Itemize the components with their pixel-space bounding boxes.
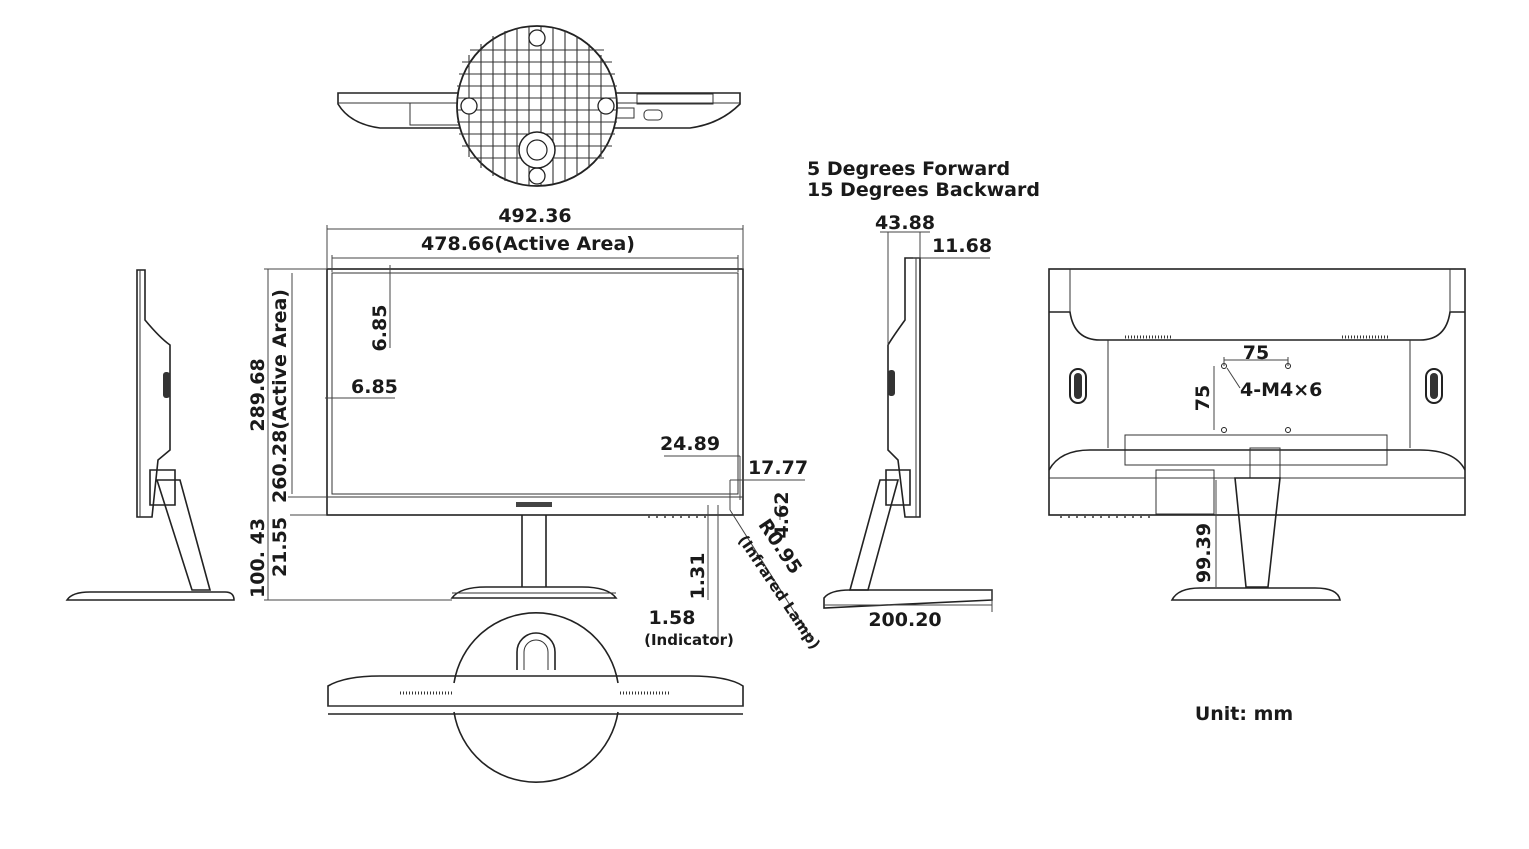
left-side-view — [65, 269, 235, 601]
dim-stand-height: 100. 43 — [247, 518, 269, 598]
dim-indicator-offset: 17.77 — [748, 457, 808, 479]
unit-label: Unit: mm — [1195, 703, 1293, 725]
top-view — [337, 25, 741, 187]
screw-spec: 4-M4×6 — [1240, 379, 1322, 401]
tilt-backward: 15 Degrees Backward — [807, 179, 1040, 201]
indicator-label: (Indicator) — [644, 631, 734, 649]
right-side-view — [823, 231, 993, 612]
dim-vesa-h: 75 — [1243, 342, 1269, 364]
dim-active-width: 478.66(Active Area) — [421, 233, 635, 255]
dim-bottom-bezel: 21.55 — [269, 517, 291, 577]
dim-stand: 99.39 — [1193, 523, 1215, 583]
front-view — [326, 268, 744, 599]
dim-active-height: 260.28(Active Area) — [269, 289, 291, 503]
dim-overall-height: 289.68 — [247, 358, 269, 431]
dim-overall-width: 492.36 — [498, 205, 571, 227]
tilt-forward: 5 Degrees Forward — [807, 158, 1010, 180]
dim-panel-thickness: 11.68 — [932, 235, 992, 257]
front-dimensions — [264, 225, 813, 641]
rear-view — [1048, 268, 1466, 601]
dim-small: 4.62 — [771, 492, 793, 539]
dim-side-bezel: 6.85 — [351, 376, 398, 398]
dim-depth-top: 43.88 — [875, 212, 935, 234]
dim-gap: 1.31 — [687, 553, 709, 600]
bottom-view — [327, 612, 744, 783]
dim-ir-offset: 24.89 — [660, 433, 720, 455]
dim-top-bezel: 6.85 — [369, 305, 391, 352]
dim-indicator-size: 1.58 — [649, 607, 696, 629]
dim-base-depth: 200.20 — [868, 609, 941, 631]
dim-vesa-v: 75 — [1192, 385, 1214, 411]
